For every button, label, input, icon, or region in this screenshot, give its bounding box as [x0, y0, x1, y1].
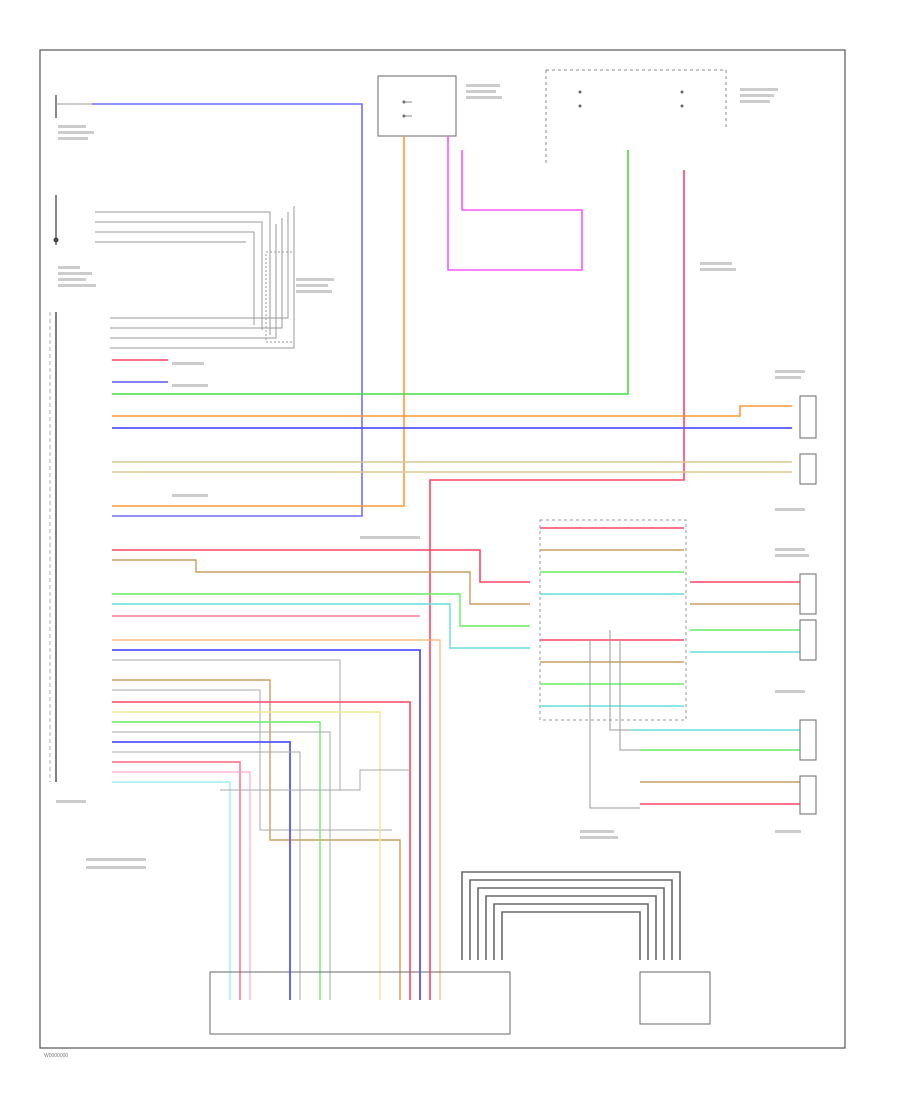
wire-brown-tweeter [112, 559, 530, 605]
wire-red-right [429, 170, 685, 1000]
wire-red-low1 [112, 701, 411, 1000]
bottom-right-unit [639, 971, 711, 1025]
wire-orange-top [112, 136, 405, 507]
wire-orange-speaker [112, 405, 792, 417]
left-top-connector [53, 95, 92, 245]
wire-gray-low4 [112, 751, 301, 1000]
wire-brown-low1 [112, 679, 401, 1000]
wire-green-low [112, 721, 321, 1000]
wire-magenta [447, 136, 583, 271]
bottom-left-unit [209, 971, 511, 1035]
wire-red-tweeter [112, 549, 530, 583]
gray-wire-bundle [95, 206, 295, 349]
wire-blue-top [92, 103, 363, 517]
wire-pink-low [112, 771, 251, 1000]
wire-gray-low1 [112, 659, 341, 790]
footer-code: W0000000 [44, 1053, 68, 1059]
top-fuse-box [377, 75, 457, 137]
wire-green-top [112, 150, 629, 395]
wire-gray-low2 [112, 689, 392, 831]
wire-yellow-low [112, 711, 381, 1000]
tweeter-block [539, 519, 687, 721]
wire-gray-low3 [112, 731, 331, 1000]
wire-gray-low5 [220, 769, 410, 791]
wire-orange-low [112, 639, 441, 1000]
wire-cyan-mid [112, 603, 530, 649]
wire-green-mid [112, 593, 530, 627]
audio-unit-connector-bar [49, 312, 57, 782]
bottom-gray-bundle [461, 871, 681, 960]
top-right-fuse-block [545, 69, 727, 165]
wire-blue-low2 [112, 741, 291, 1000]
faint-labels [56, 84, 809, 869]
diagram-frame [39, 49, 846, 1049]
wire-red-low2 [112, 761, 241, 1000]
wire-cyan-low [112, 781, 231, 1000]
right-speakers [799, 395, 817, 815]
wire-blue-low [112, 649, 421, 1000]
